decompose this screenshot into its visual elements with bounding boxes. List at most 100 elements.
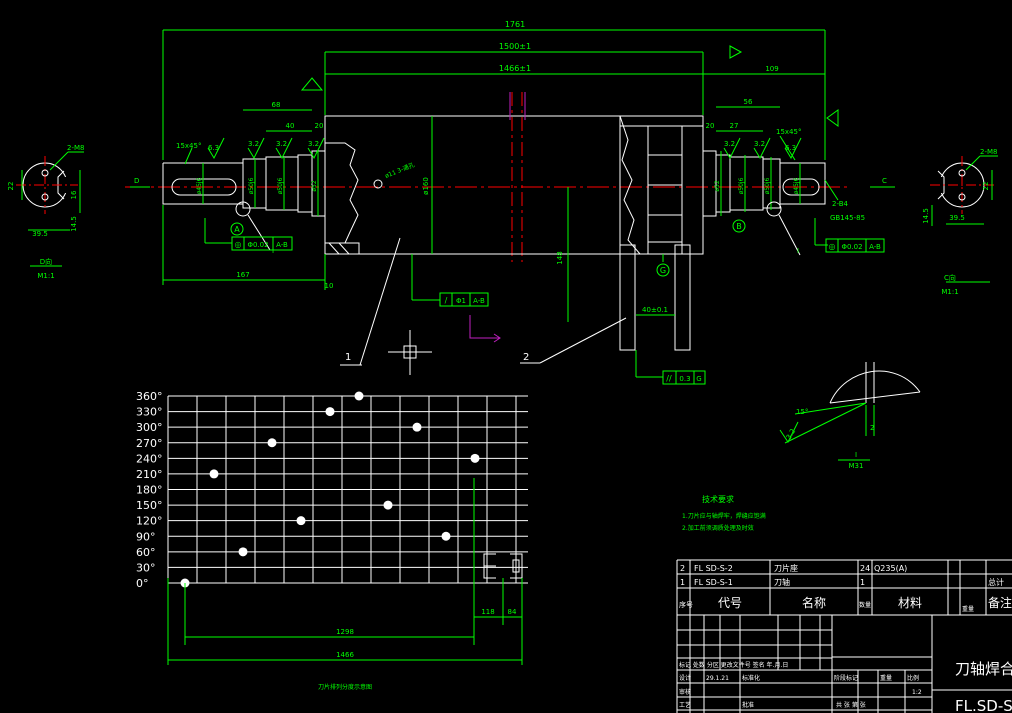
fcf-right-tol: Φ0.02 bbox=[841, 243, 862, 251]
right-view-title: C向 bbox=[944, 273, 956, 282]
phi-left-2: ø50j6 bbox=[248, 177, 255, 194]
right-m8: 2-M8 bbox=[980, 148, 997, 156]
left-14-5: 14.5 bbox=[70, 216, 78, 232]
chart-dim-1298: 1298 bbox=[336, 628, 354, 636]
phi-right-3: ø50j6 bbox=[764, 177, 771, 194]
tb-head-qty: 数量 bbox=[859, 601, 871, 609]
part-2-balloon: 2 bbox=[523, 352, 529, 363]
phi-right-2: ø50j6 bbox=[738, 177, 745, 194]
tb-scale-value: 1:2 bbox=[912, 689, 922, 696]
fcf-center-symbol: / bbox=[445, 296, 448, 305]
detail-I bbox=[779, 362, 921, 461]
chamfer-left: 15x45° bbox=[176, 142, 201, 150]
y-tick-label: 330° bbox=[136, 406, 163, 419]
ra-5: 3.2 bbox=[724, 140, 735, 148]
left-16: 16 bbox=[70, 190, 78, 199]
blade-angle-point bbox=[470, 453, 480, 463]
fcf-left-datum: A-B bbox=[276, 241, 288, 249]
y-tick-label: 120° bbox=[136, 515, 163, 528]
y-tick-label: 30° bbox=[136, 561, 156, 574]
blade-angle-point bbox=[441, 531, 451, 541]
blade-angle-point bbox=[412, 422, 422, 432]
dim-148: 148 bbox=[556, 251, 564, 264]
tb-head-weight: 重量 bbox=[962, 605, 974, 613]
dim-20-right: 20 bbox=[706, 122, 715, 130]
fcf-right-datum: A-B bbox=[869, 243, 881, 251]
y-tick-label: 60° bbox=[136, 546, 156, 559]
key-note: 2-B4 bbox=[832, 200, 849, 208]
dim-phi160: ø160 bbox=[422, 177, 430, 195]
chart-caption: 刀片排列分度示意图 bbox=[318, 683, 372, 691]
dim-body-length: 1466±1 bbox=[499, 64, 531, 73]
fcf-center-datum: A-B bbox=[473, 297, 485, 305]
tb-head-code: 代号 bbox=[718, 596, 742, 610]
blade-angle-point bbox=[238, 547, 248, 557]
chart-dim-1466: 1466 bbox=[336, 651, 354, 659]
label-I-left: I bbox=[272, 247, 274, 255]
fcf-right: ◎ Φ0.02 A-B bbox=[825, 238, 885, 253]
fcf-right-symbol: ◎ bbox=[829, 242, 836, 251]
tb-r1-no: 1 bbox=[680, 578, 685, 587]
ra-1: 6.3 bbox=[208, 144, 219, 152]
angle-chart-points bbox=[180, 391, 480, 588]
chart-dim-84: 84 bbox=[508, 608, 517, 616]
dimension-lines bbox=[130, 29, 895, 378]
dim-109: 109 bbox=[765, 65, 778, 73]
tb-part-name: 刀轴焊合 bbox=[955, 660, 1012, 678]
detail-label: I bbox=[855, 451, 857, 459]
detail-3-2: 3.2 bbox=[785, 427, 797, 441]
ra-7: 6.3 bbox=[785, 144, 796, 152]
left-39-5: 39.5 bbox=[32, 230, 48, 238]
left-22: 22 bbox=[7, 182, 15, 191]
section-view-right bbox=[930, 155, 998, 283]
fcf-left-symbol: ◎ bbox=[235, 240, 242, 249]
tb-r2-code: FL SD-S-2 bbox=[694, 564, 733, 573]
y-tick-label: 150° bbox=[136, 499, 163, 512]
blade-angle-point bbox=[267, 438, 277, 448]
tech-line-1: 1.刀片应与轴焊牢，焊缝应饱满 bbox=[682, 512, 766, 520]
right-view-scale: M1:1 bbox=[941, 288, 958, 296]
y-tick-label: 180° bbox=[136, 484, 163, 497]
label-G: G bbox=[660, 266, 666, 275]
label-A: A bbox=[234, 225, 240, 234]
dim-overall-length: 1761 bbox=[505, 20, 525, 29]
fcf-bottom-tol: 0.3 bbox=[679, 375, 690, 383]
right-14-5: 14.5 bbox=[922, 208, 930, 224]
section-view-left bbox=[16, 151, 84, 267]
fcf-center-tol: Φ1 bbox=[456, 297, 466, 305]
tb-r2-name: 刀片座 bbox=[774, 563, 798, 573]
tb-audit: 审核 bbox=[679, 688, 691, 696]
right-22: 22 bbox=[982, 182, 990, 191]
angle-chart-y-labels: 360°330°300°270°240°210°180°150°120°90°6… bbox=[136, 390, 163, 590]
chart-dim-118: 118 bbox=[481, 608, 494, 616]
y-tick-label: 90° bbox=[136, 530, 156, 543]
tb-drawing-no: FL.SD-S bbox=[955, 697, 1012, 713]
tb-r2-no: 2 bbox=[680, 564, 685, 573]
left-view-title: D向 bbox=[40, 257, 52, 266]
fcf-left: ◎ Φ0.02 A-B bbox=[231, 236, 293, 251]
part-1-balloon: 1 bbox=[345, 352, 351, 363]
tb-scale: 比例 bbox=[907, 674, 919, 682]
chamfer-right: 15x45° bbox=[776, 128, 801, 136]
fcf-bottom-symbol: // bbox=[666, 374, 672, 383]
angle-chart: 360°330°300°270°240°210°180°150°120°90°6… bbox=[136, 390, 528, 665]
phi-left-4: ø52 bbox=[311, 180, 318, 191]
blade-angle-point bbox=[354, 391, 364, 401]
label-B: B bbox=[736, 222, 742, 231]
fcf-left-tol: Φ0.02 bbox=[247, 241, 268, 249]
tb-standard: 标准化 bbox=[742, 674, 760, 682]
phi-right-4: ø45j6 bbox=[793, 177, 800, 194]
dim-56: 56 bbox=[744, 98, 753, 106]
tb-head-note: 备注 bbox=[988, 595, 1012, 610]
dim-10: 10 bbox=[325, 282, 334, 290]
detail-2: 2 bbox=[870, 424, 874, 432]
key-std: GB145-85 bbox=[830, 214, 865, 222]
phi-left-1: ø45j6 bbox=[196, 177, 203, 194]
tb-revision-row: 标记 处数 分区 更改文件号 签名 年.月.日 bbox=[679, 661, 788, 669]
y-tick-label: 360° bbox=[136, 390, 163, 403]
tb-head-no: 序号 bbox=[679, 600, 693, 609]
dim-20-left: 20 bbox=[315, 122, 324, 130]
tb-design: 设计 bbox=[679, 674, 691, 682]
hole-note: ø11 3-通孔 bbox=[384, 161, 416, 180]
